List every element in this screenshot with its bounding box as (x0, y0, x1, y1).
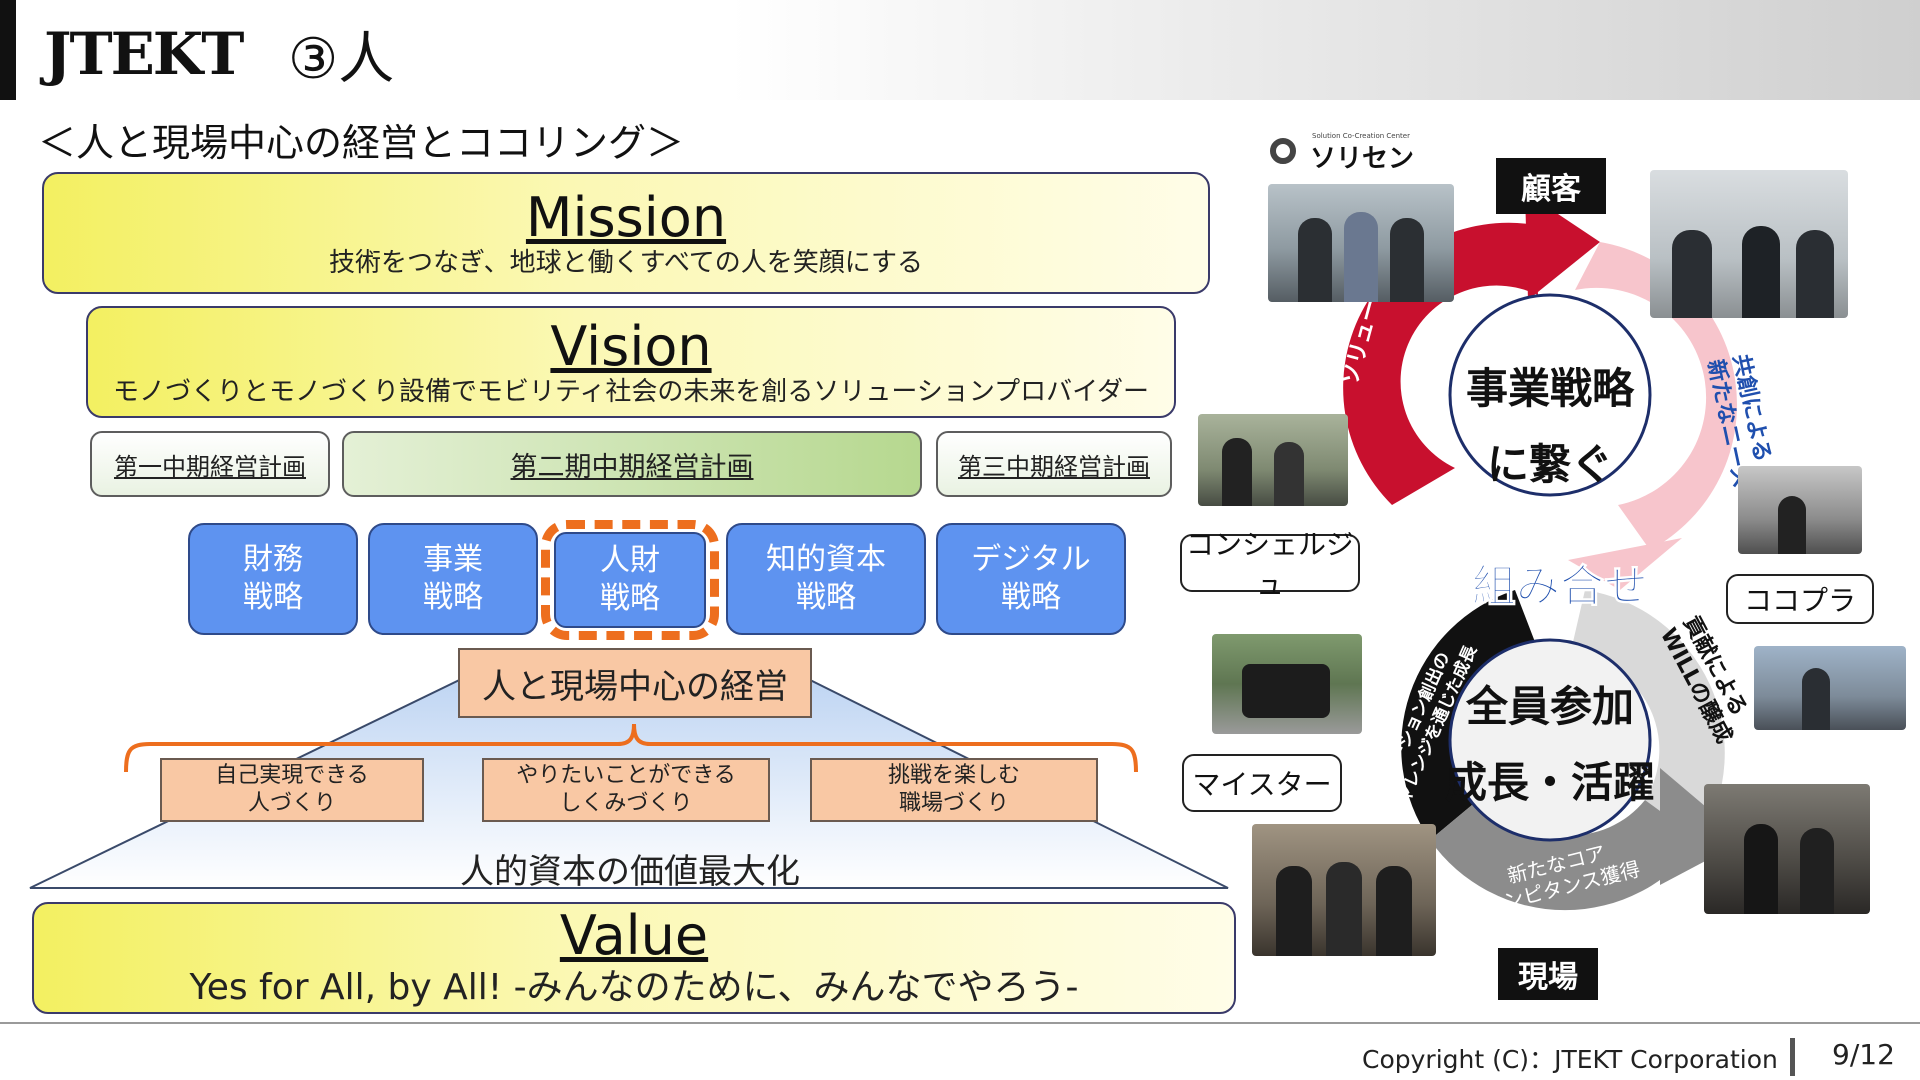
photo-person (1390, 218, 1424, 302)
pillar-1-line2: 人づくり (247, 791, 336, 816)
photo-person (1672, 230, 1712, 318)
arrow-core-competence-head (1660, 768, 1745, 885)
pillar-3-line1: 挑戦を楽しむ (887, 763, 1020, 788)
value-text: Yes for All, by All! -みんなのために、みんなでやろう- (189, 967, 1079, 1008)
photo-person (1298, 218, 1332, 302)
site-label: 現場 (1498, 948, 1598, 1000)
mission-text: 技術をつなぎ、地球と働くすべての人を笑顔にする (328, 248, 924, 278)
combine-label: 組み合せ (1472, 561, 1649, 613)
strategy-intellectual: 知的資本 戦略 (726, 523, 926, 635)
mission-box: Mission 技術をつなぎ、地球と働くすべての人を笑顔にする (42, 172, 1210, 294)
customer-label: 顧客 (1496, 158, 1606, 214)
strategy-finance: 財務 戦略 (188, 523, 358, 635)
vision-text: モノづくりとモノづくり設備でモビリティ社会の未来を創るソリューションプロバイダー (112, 377, 1150, 407)
pillar-system: やりたいことができる しくみづくり (482, 758, 770, 822)
strategy-hr-line1: 人財 (600, 543, 660, 578)
photo-person (1326, 862, 1362, 956)
photo-concierge (1198, 414, 1348, 506)
pillar-2-line1: やりたいことができる (516, 763, 736, 788)
bottom-center-line1: 全員参加 (1465, 681, 1634, 731)
strategy-business: 事業 戦略 (368, 523, 538, 635)
photo-person (1802, 668, 1830, 730)
mission-heading: Mission (525, 186, 727, 249)
strategy-hr-line2: 戦略 (600, 581, 660, 616)
cocoring-cycle (1343, 192, 1745, 911)
header-bar (0, 0, 1920, 100)
strategy-business-line2: 戦略 (423, 580, 483, 615)
vision-box: Vision モノづくりとモノづくり設備でモビリティ社会の未来を創るソリューショ… (86, 306, 1176, 418)
arrow-will (1570, 590, 1725, 840)
strategy-intellectual-line2: 戦略 (796, 580, 856, 615)
photo-person (1778, 496, 1806, 554)
footer-copyright: Copyright (C)：JTEKT Corporation (1362, 1045, 1778, 1074)
photo-person (1742, 226, 1780, 318)
orange-brace (124, 723, 1138, 773)
solicen-logo-text: ソリセン (1310, 144, 1415, 174)
arrow-new-needs (1575, 242, 1737, 550)
strategy-intellectual-line1: 知的資本 (766, 542, 886, 577)
footer-separator (1790, 1038, 1795, 1076)
photo-factory-right (1754, 646, 1906, 730)
slide-title: ③人 (288, 27, 395, 92)
strategy-digital: デジタル 戦略 (936, 523, 1126, 635)
photo-person (1744, 824, 1778, 914)
bottom-center-circle (1448, 638, 1652, 842)
photo-person (1274, 442, 1304, 506)
header-accent-bar (0, 0, 16, 100)
pillar-self-realization: 自己実現できる 人づくり (160, 758, 424, 822)
plan-first: 第一中期経営計画 (90, 431, 330, 497)
management-box: 人と現場中心の経営 (458, 648, 812, 718)
strategy-business-line1: 事業 (423, 542, 483, 577)
solicen-logo: Solution Co-Creation Center ソリセン (1266, 132, 1436, 174)
strategy-hr-highlight (541, 520, 719, 640)
pillar-workplace: 挑戦を楽しむ 職場づくり (810, 758, 1098, 822)
section-subtitle: ＜人と現場中心の経営とココリング＞ (38, 121, 685, 165)
photo-meeting-top-right (1650, 170, 1848, 318)
pillar-2-line2: しくみづくり (559, 791, 693, 816)
strategy-digital-line2: 戦略 (1001, 580, 1061, 615)
strategy-finance-line1: 財務 (243, 542, 303, 577)
value-box: Value Yes for All, by All! -みんなのために、みんなで… (32, 902, 1236, 1014)
strategy-finance-line2: 戦略 (243, 580, 303, 615)
photo-person (1344, 212, 1378, 302)
solicen-logo-small: Solution Co-Creation Center (1312, 132, 1410, 140)
strategy-hr: 人財 戦略 (554, 532, 706, 628)
plan-second: 第二期中期経営計画 (342, 431, 922, 497)
bottom-center-line2: 成長・活躍 (1444, 757, 1655, 807)
vision-heading: Vision (550, 315, 712, 378)
maximize-label: 人的資本の価値最大化 (460, 851, 800, 892)
photo-meister (1252, 824, 1436, 956)
value-heading: Value (559, 904, 709, 967)
solicen-logo-icon (1270, 138, 1296, 164)
jtekt-logo: JTEKT (44, 20, 244, 88)
footer-divider (0, 1022, 1920, 1024)
pillar-3-line2: 職場づくり (898, 791, 1009, 816)
page-number: 9/12 (1832, 1038, 1895, 1071)
cocopla-label: ココプラ (1726, 574, 1874, 624)
photo-person (1222, 438, 1252, 506)
meister-label: マイスター (1182, 754, 1342, 812)
concierge-label: コンシェルジュ (1180, 528, 1360, 601)
arrow-new-needs-head (1568, 538, 1682, 590)
photo-cocopla (1738, 466, 1862, 554)
top-center-circle (1448, 293, 1652, 497)
photo-vehicle (1212, 634, 1362, 734)
photo-team-top-left (1268, 184, 1454, 302)
photo-vehicle-shape (1242, 664, 1330, 718)
photo-person (1800, 828, 1834, 914)
strategy-digital-line1: デジタル (971, 542, 1091, 577)
photo-person (1276, 866, 1312, 956)
photo-site-bottom-right (1704, 784, 1870, 914)
top-center-line2: に繋ぐ (1486, 439, 1613, 489)
pillar-1-line1: 自己実現できる (215, 763, 369, 788)
arrow-solution-provide-head (1525, 192, 1600, 300)
photo-person (1796, 230, 1834, 318)
photo-person (1376, 866, 1412, 956)
plan-third: 第三中期経営計画 (936, 431, 1172, 497)
top-center-line1: 事業戦略 (1465, 363, 1634, 413)
